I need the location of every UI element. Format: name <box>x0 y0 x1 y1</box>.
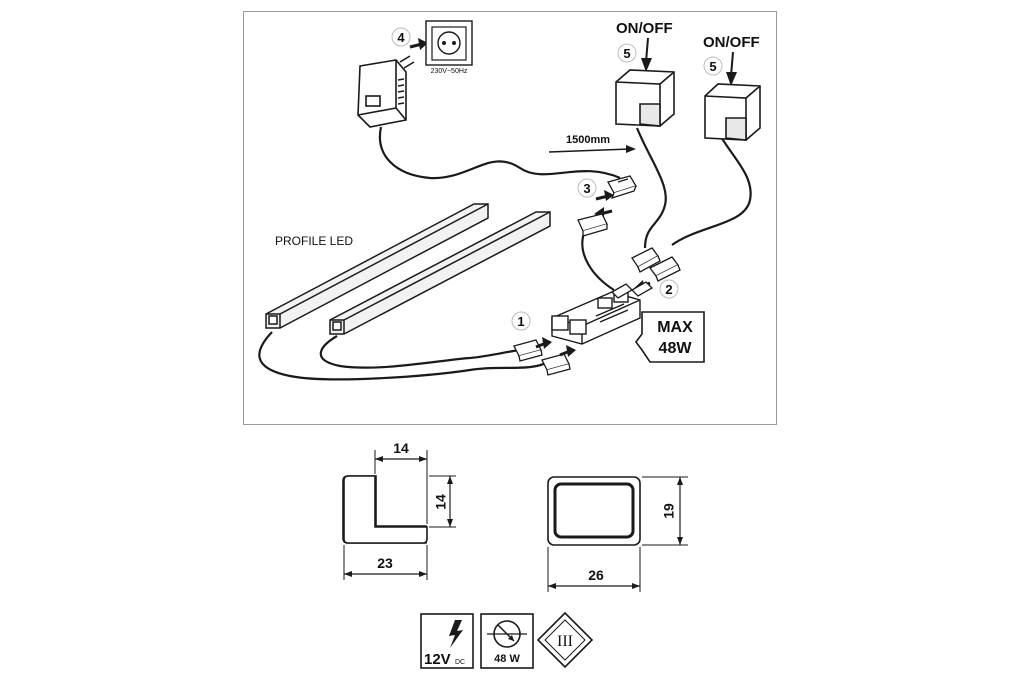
dim-b-height: 19 <box>661 503 677 519</box>
svg-text:1: 1 <box>517 314 524 329</box>
svg-text:5: 5 <box>623 46 630 61</box>
step-2-marker: 2 <box>659 279 679 299</box>
power-rating-symbol: 48 W <box>480 613 534 669</box>
cables <box>258 126 752 381</box>
svg-text:ON/OFF: ON/OFF <box>616 20 673 37</box>
voltage-symbol: 12V DC <box>420 613 474 669</box>
svg-text:48W: 48W <box>659 340 693 357</box>
dim-a-side: 14 <box>433 494 449 510</box>
svg-text:3: 3 <box>583 181 590 196</box>
svg-text:12V: 12V <box>424 651 451 668</box>
switch-connectors <box>631 247 681 282</box>
svg-text:MAX: MAX <box>657 319 693 336</box>
svg-text:ON/OFF: ON/OFF <box>703 34 760 51</box>
step-1-arrows-icon <box>535 337 576 357</box>
power-adapter <box>357 55 415 128</box>
dim-a-top: 14 <box>393 440 409 456</box>
profile-led-1 <box>265 203 489 329</box>
svg-text:DC: DC <box>455 659 465 666</box>
profile-a-section: 14 14 23 <box>342 440 456 580</box>
arrow-to-outlet-icon <box>409 38 428 50</box>
connector-lower <box>577 213 608 237</box>
switch-left-label: ON/OFF 5 <box>616 20 673 72</box>
profile-led-2 <box>329 211 551 335</box>
max-power-badge: MAX 48W <box>635 311 705 363</box>
svg-text:III: III <box>557 633 573 650</box>
lightning-icon <box>449 620 463 648</box>
switch-left <box>615 69 675 127</box>
svg-text:4: 4 <box>397 30 405 45</box>
profile-connectors <box>513 339 571 376</box>
step-1-marker: 1 <box>511 311 531 331</box>
svg-text:1500mm: 1500mm <box>566 134 610 146</box>
profile-led-label: PROFILE LED <box>275 234 353 248</box>
wall-outlet: 230V~50Hz <box>425 20 473 75</box>
dim-a-bottom: 23 <box>377 555 393 571</box>
protection-class-iii-symbol: III <box>536 611 594 669</box>
svg-text:48 W: 48 W <box>494 653 520 665</box>
cable-length-callout: 1500mm <box>548 134 636 153</box>
switch-right <box>704 83 761 141</box>
dim-b-width: 26 <box>588 567 604 583</box>
step-4-marker: 4 <box>391 27 411 47</box>
switch-right-label: ON/OFF 5 <box>703 34 760 86</box>
led-driver-box <box>551 291 641 345</box>
driver-plugs <box>610 281 654 299</box>
outlet-voltage-label: 230V~50Hz <box>431 68 468 75</box>
profile-b-section: 19 26 <box>547 476 688 592</box>
svg-text:2: 2 <box>665 282 672 297</box>
step-3-marker: 3 <box>577 178 597 198</box>
svg-text:5: 5 <box>709 59 716 74</box>
